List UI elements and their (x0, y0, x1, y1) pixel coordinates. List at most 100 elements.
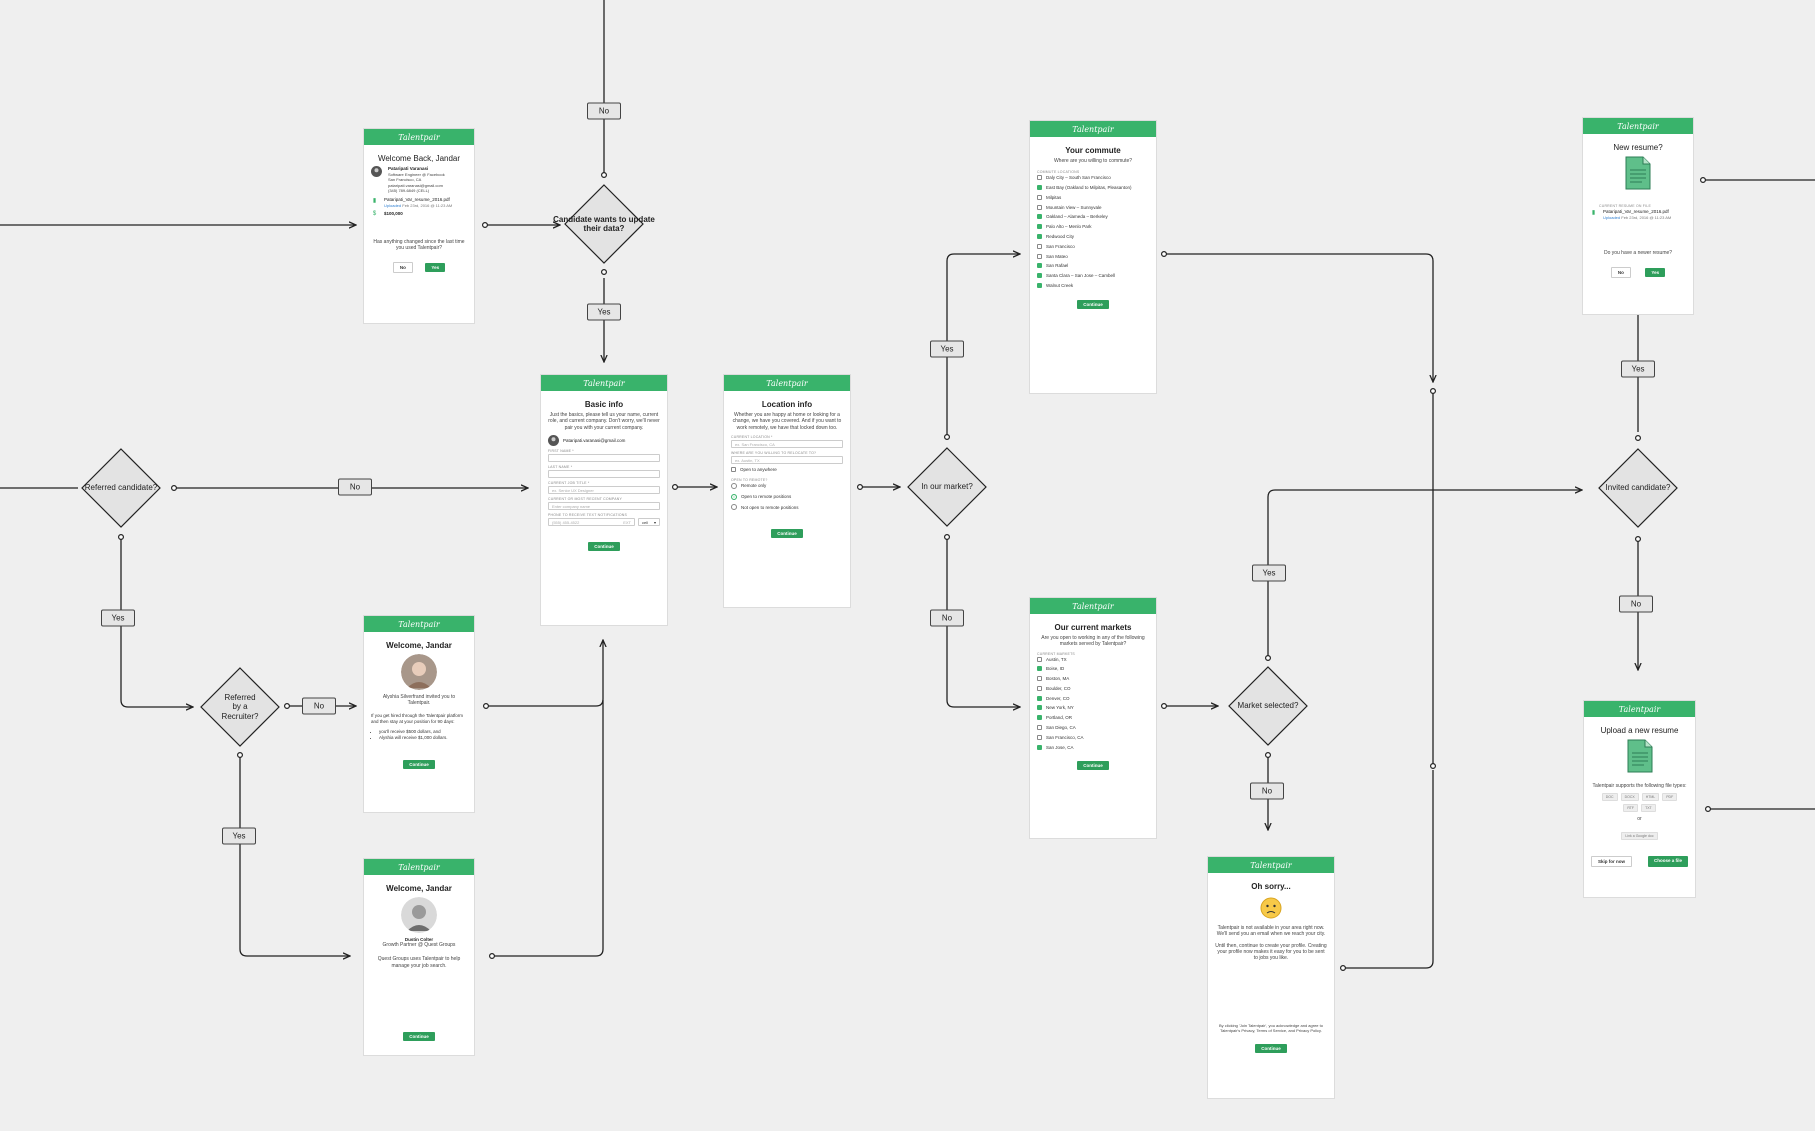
yes-button[interactable]: Yes (425, 262, 446, 272)
checkbox-row[interactable]: Mountain View – Sunnyvale (1037, 204, 1149, 210)
radio-selected[interactable] (731, 493, 737, 500)
continue-button[interactable]: Continue (771, 529, 803, 539)
checkbox[interactable] (1037, 253, 1042, 259)
checkbox[interactable] (1037, 175, 1042, 181)
checkbox-row[interactable]: Denver, CO (1037, 695, 1149, 701)
checkbox-row[interactable]: Boulder, CO (1037, 685, 1149, 691)
checkbox-checked[interactable] (1037, 705, 1042, 711)
checkbox-checked[interactable] (1037, 273, 1042, 279)
brand-logo: Talentpair (724, 375, 850, 391)
or-text: or (1637, 816, 1642, 823)
resume-file[interactable]: Pataripati_Var_resume_2016.pdf (384, 196, 450, 202)
no-button[interactable]: No (1610, 266, 1631, 278)
company-input[interactable]: Enter company name (548, 501, 660, 510)
brand-logo: Talentpair (1030, 121, 1156, 137)
checkbox-row[interactable]: San Rafael (1037, 263, 1149, 269)
continue-button[interactable]: Continue (1255, 1044, 1287, 1054)
first-name-input[interactable] (548, 453, 660, 462)
connector-node (483, 702, 490, 709)
checkbox-checked[interactable] (1037, 695, 1042, 701)
checkbox[interactable] (1037, 734, 1042, 740)
bullet-item: you'll receive $500 dollars, and (379, 729, 467, 735)
radio-row[interactable]: Remote only (731, 482, 843, 489)
screen-title: Location info (761, 400, 813, 409)
relocate-input[interactable]: ex. Austin, TX (731, 455, 843, 464)
connector-node (1264, 654, 1271, 661)
checkbox[interactable] (1037, 656, 1042, 662)
checkbox-checked[interactable] (1037, 214, 1042, 220)
checkbox-row[interactable]: Oakland – Alameda – Berkeley (1037, 214, 1149, 220)
checkbox-row[interactable]: Santa Clara – San Jose – Cambell (1037, 273, 1149, 279)
continue-button[interactable]: Continue (403, 760, 435, 770)
checkbox-checked[interactable] (1037, 224, 1042, 230)
checkbox-row[interactable]: Redwood City (1037, 234, 1149, 240)
checkbox-checked[interactable] (1037, 234, 1042, 240)
radio-label: Not open to remote positions (741, 504, 799, 510)
checkbox[interactable] (731, 466, 736, 472)
checkbox-row[interactable]: San Mateo (1037, 253, 1149, 259)
checkbox-checked[interactable] (1037, 715, 1042, 721)
continue-button[interactable]: Continue (1077, 299, 1109, 309)
radio-row[interactable]: Not open to remote positions (731, 504, 843, 511)
radio[interactable] (731, 482, 737, 489)
checkbox-row[interactable]: Walnut Creek (1037, 283, 1149, 289)
checkbox[interactable] (1037, 194, 1042, 200)
choose-file-button[interactable]: Choose a file (1647, 855, 1688, 867)
phone-type-select[interactable]: cell ▾ (638, 517, 660, 526)
decision-in-market: In our market? (907, 447, 987, 527)
last-name-input[interactable] (548, 469, 660, 478)
checkbox-checked[interactable] (1037, 185, 1042, 191)
checkbox-label: New York, NY (1046, 705, 1074, 711)
checkbox-row[interactable]: San Jose, CA (1037, 744, 1149, 750)
checkbox[interactable] (1037, 725, 1042, 731)
continue-button[interactable]: Continue (1077, 761, 1109, 771)
checkbox-checked[interactable] (1037, 666, 1042, 672)
connector-node (1264, 751, 1271, 758)
screen-description: Whether you are happy at home or looking… (732, 412, 842, 431)
checkbox-label: San Diego, CA (1046, 725, 1076, 731)
radio[interactable] (731, 504, 737, 511)
current-location-input[interactable]: ex. San Francisco, CA (731, 439, 843, 448)
connector-line (946, 537, 1020, 707)
checkbox-row[interactable]: Milpitas (1037, 194, 1149, 200)
continue-button[interactable]: Continue (588, 541, 620, 551)
field-label: CURRENT MARKETS (1037, 651, 1075, 656)
checkbox-row[interactable]: East Bay (Oakland to Milpitas, Pleasanto… (1037, 185, 1149, 191)
job-title-input[interactable]: ex. Senior UX Designer (548, 485, 660, 494)
checkbox-row[interactable]: San Francisco, CA (1037, 734, 1149, 740)
skip-button[interactable]: Skip for now (1591, 855, 1632, 867)
field-label: OPEN TO REMOTE? (731, 477, 768, 482)
checkbox[interactable] (1037, 204, 1042, 210)
screen-title: New resume? (1613, 143, 1663, 152)
checkbox-row[interactable]: San Diego, CA (1037, 725, 1149, 731)
checkbox-label: Santa Clara – San Jose – Cambell (1046, 273, 1116, 279)
checkbox[interactable] (1037, 685, 1042, 691)
avatar (401, 897, 437, 933)
checkbox-checked[interactable] (1037, 263, 1042, 269)
checkbox-row[interactable]: Boise, ID (1037, 666, 1149, 672)
continue-button[interactable]: Continue (403, 1031, 435, 1041)
checkbox-row[interactable]: Daly City – South San Francisco (1037, 175, 1149, 181)
file-type-chip: TXT (1641, 804, 1656, 813)
checkbox-row[interactable]: Austin, TX (1037, 656, 1149, 662)
resume-file[interactable]: Pataripati_Var_resume_2016.pdf (1603, 209, 1669, 214)
checkbox[interactable] (1037, 243, 1042, 249)
radio-row[interactable]: Open to remote positions (731, 493, 843, 500)
no-button[interactable]: No (392, 261, 413, 273)
change-question: Has anything changed since the last time… (373, 239, 465, 252)
document-icon: ▮ (372, 197, 377, 204)
checkbox-row[interactable]: Portland, OR (1037, 715, 1149, 721)
yes-button[interactable]: Yes (1645, 267, 1666, 277)
checkbox-row[interactable]: New York, NY (1037, 705, 1149, 711)
checkbox-checked[interactable] (1037, 283, 1042, 289)
checkbox-row[interactable]: San Francisco (1037, 243, 1149, 249)
google-doc-link[interactable]: Link a Google doc (1621, 831, 1658, 840)
connector-line (120, 537, 193, 707)
phone-input[interactable]: (555) 455-4522 EXT (548, 517, 635, 526)
connector-line (1343, 770, 1434, 969)
decision-text: Candidate wants to update their data? (553, 214, 655, 233)
checkbox-row[interactable]: Boston, MA (1037, 676, 1149, 682)
checkbox[interactable] (1037, 676, 1042, 682)
checkbox-checked[interactable] (1037, 744, 1042, 750)
checkbox-row[interactable]: Palo Alto – Menlo Park (1037, 224, 1149, 230)
